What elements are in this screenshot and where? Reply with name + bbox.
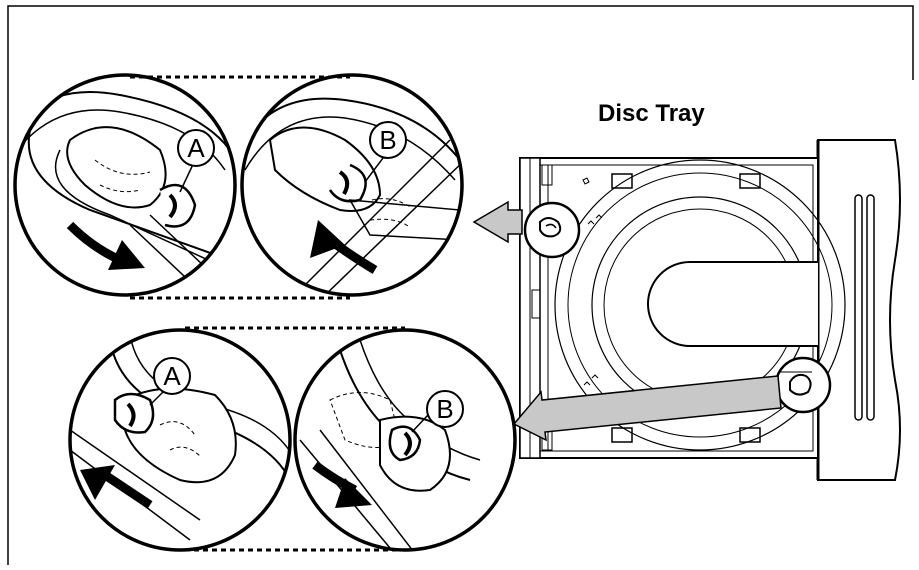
pointer-arrow-lower — [512, 375, 782, 442]
detail-view-bottom-right: B — [293, 328, 517, 552]
callout-label-a-bottom: A — [163, 361, 181, 391]
border-line — [7, 5, 914, 565]
callout-label-a-top: A — [187, 133, 205, 163]
callout-circle-a-top — [177, 129, 215, 167]
detail-group-links — [130, 75, 405, 552]
callout-circle-b-top — [369, 121, 407, 159]
detail-view-bottom-left: A — [68, 328, 292, 552]
callout-circle-a-bottom — [153, 357, 191, 395]
latch-a-location — [523, 201, 581, 259]
callout-label-b-bottom: B — [436, 394, 453, 424]
disc-tray-title: Disc Tray — [598, 100, 705, 127]
detail-view-top-right: B — [240, 73, 464, 297]
pointer-arrow-upper — [472, 200, 523, 244]
callout-label-b-top: B — [379, 125, 396, 155]
detail-view-top-left: A — [13, 73, 237, 297]
callout-circle-b-bottom — [426, 390, 464, 428]
latch-b-location — [774, 356, 832, 414]
